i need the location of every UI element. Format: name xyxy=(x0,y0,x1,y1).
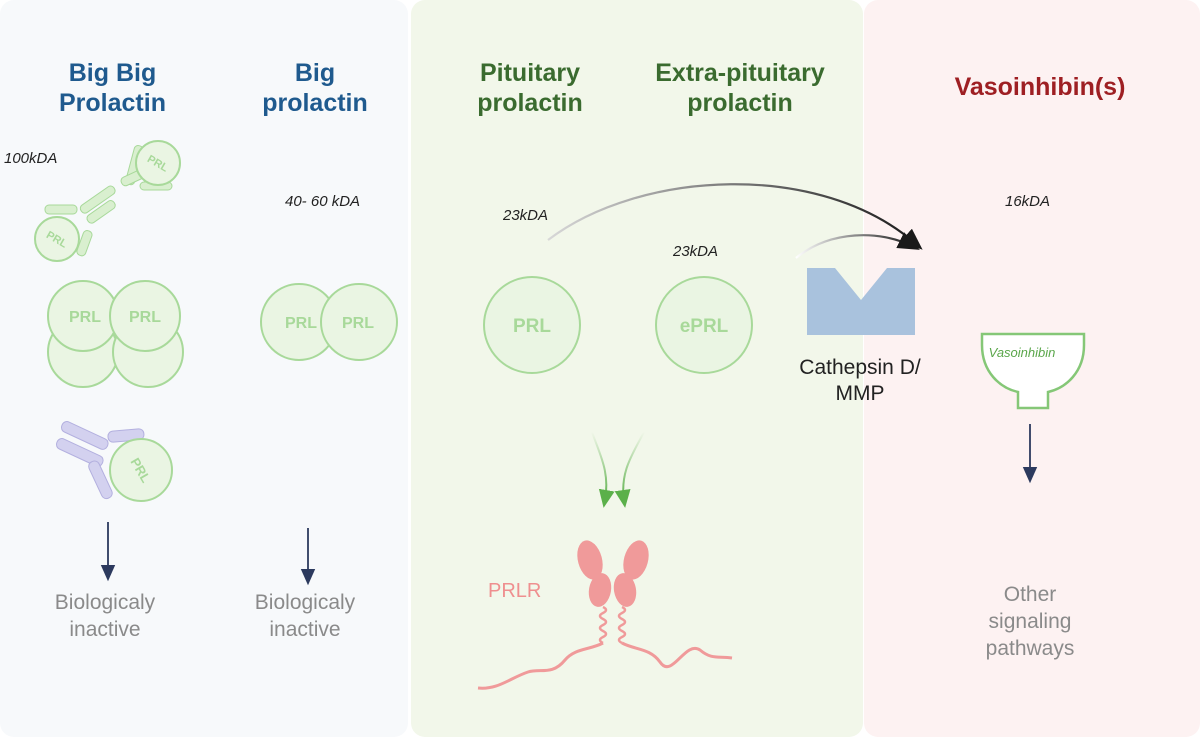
enzyme-label: Cathepsin D/ MMP xyxy=(799,356,921,405)
protease-icon xyxy=(807,268,915,335)
eprl-monomer-icon: ePRL xyxy=(655,276,753,374)
outcome-big-prolactin: Biologicaly inactive xyxy=(254,591,356,641)
antibody-prl-icon: PRL xyxy=(55,421,173,502)
prl-label: PRL xyxy=(285,315,317,332)
title-pituitary-prolactin: Pituitary prolactin xyxy=(477,59,583,117)
outcome-vasoinhibin: Other signaling pathways xyxy=(985,583,1075,660)
mw-vasoinhibin: 16kDA xyxy=(1005,193,1051,210)
prl-label: PRL xyxy=(513,316,551,337)
prl-label: PRL xyxy=(342,315,374,332)
mw-big-big-prolactin: 100kDA xyxy=(4,150,58,167)
prlr-receptor-icon xyxy=(477,540,733,690)
igg-prl-complex-icon: PRL PRL xyxy=(34,140,181,262)
prlr-label: PRLR xyxy=(488,580,542,602)
mw-pituitary-prolactin: 23kDA xyxy=(503,207,549,224)
binding-arrow-icon xyxy=(614,431,645,508)
prl-aggregate-icon: PRL PRL xyxy=(47,280,184,388)
title-vasoinhibins: Vasoinhibin(s) xyxy=(954,73,1126,101)
prl-label: PRL xyxy=(129,309,161,326)
title-extra-pituitary-prolactin: Extra-pituitary prolactin xyxy=(655,59,825,117)
outcome-big-big-prolactin: Biologicaly inactive xyxy=(54,591,156,641)
title-big-big-prolactin: Big Big Prolactin xyxy=(59,59,166,117)
mw-big-prolactin: 40- 60 kDA xyxy=(285,193,361,210)
prl-dimer-icon: PRL PRL xyxy=(260,283,398,361)
vasoinhibin-shape-label: Vasoinhibin xyxy=(989,345,1056,360)
prl-monomer-icon: PRL xyxy=(483,276,581,374)
binding-arrow-icon xyxy=(591,431,615,508)
prl-label: PRL xyxy=(69,309,101,326)
mw-extra-pituitary-prolactin: 23kDA xyxy=(673,243,719,260)
panel-active-prolactin xyxy=(411,0,863,737)
cleavage-arrow-icon xyxy=(547,183,923,250)
eprl-label: ePRL xyxy=(680,316,729,337)
title-big-prolactin: Big prolactin xyxy=(262,59,368,117)
cleavage-arrow-icon xyxy=(795,232,920,259)
vasoinhibin-icon xyxy=(980,332,1086,410)
